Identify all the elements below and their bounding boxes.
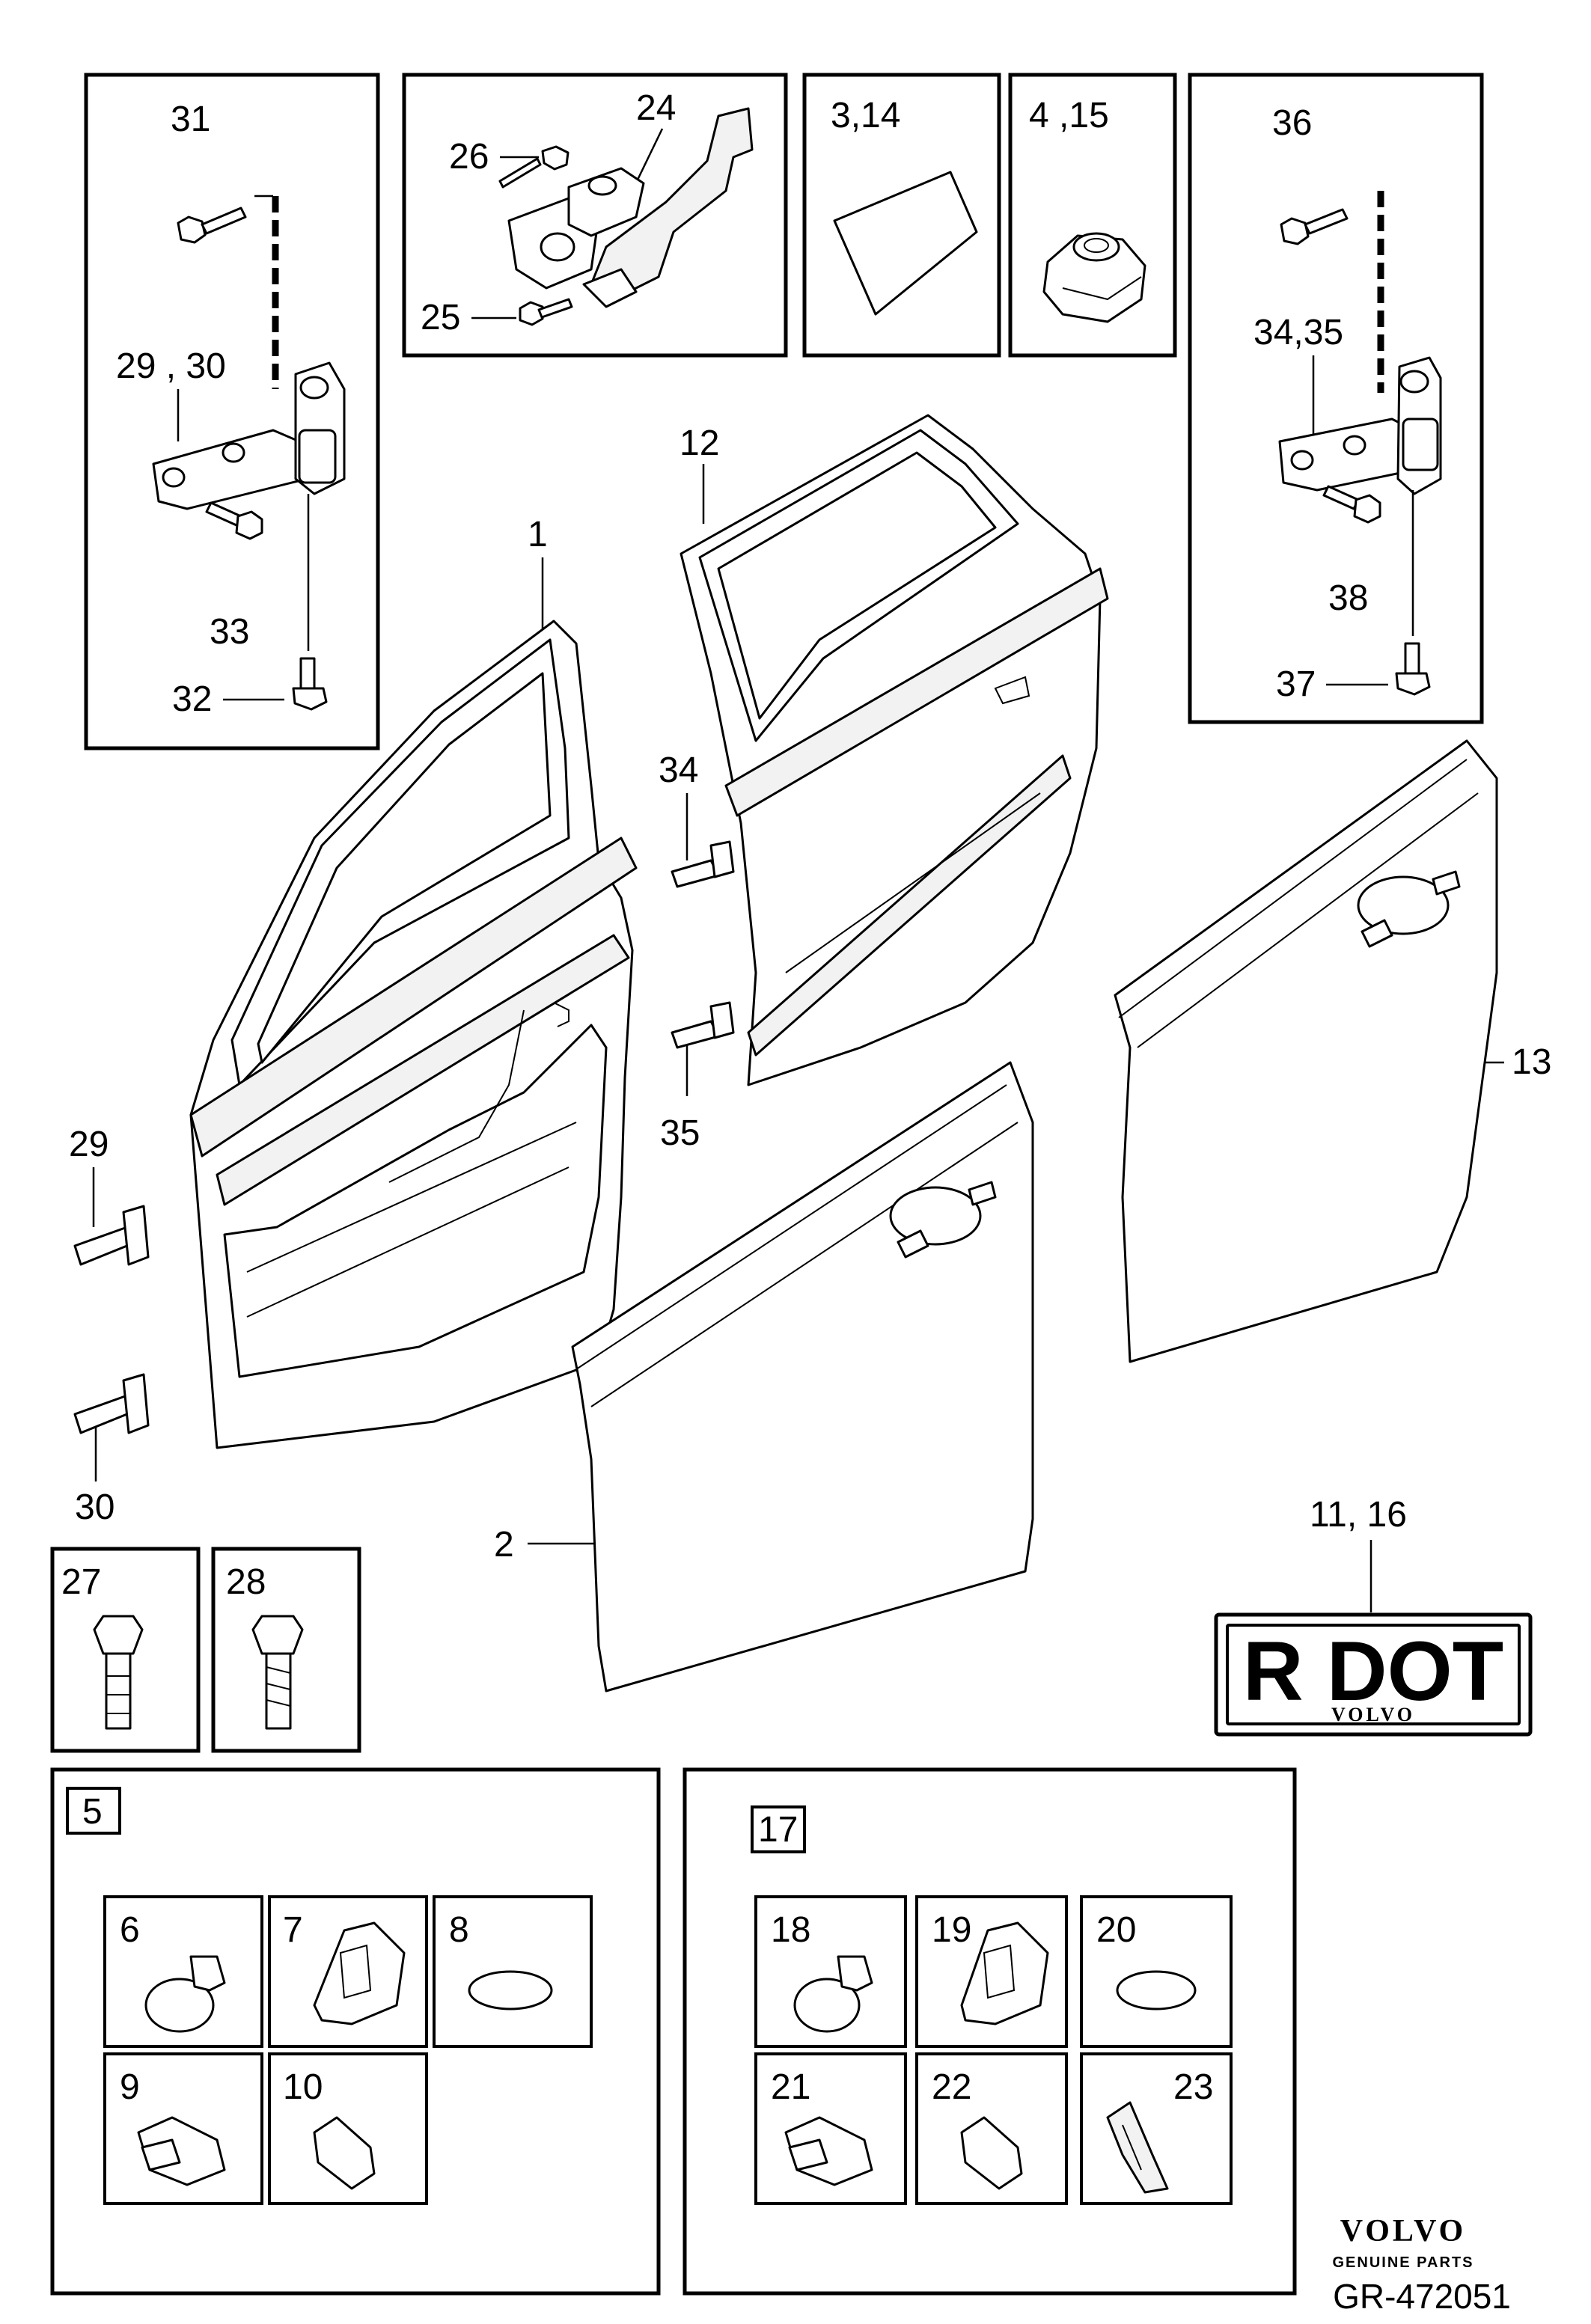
clip-kit-rear-box: 17 18 19 20 21 22 23 xyxy=(682,1767,1297,2296)
corner-trim-23-icon xyxy=(1106,2101,1169,2194)
label-4-15: 4 ,15 xyxy=(1029,96,1109,135)
trim-clip-7-icon xyxy=(313,1921,406,2025)
patch-22-icon xyxy=(960,2116,1023,2190)
label-32: 32 xyxy=(172,679,212,719)
door-hinge-rear-icon xyxy=(1278,356,1442,495)
rear-door-frame-icon: 12 xyxy=(680,414,1109,1086)
label-26: 26 xyxy=(449,137,489,177)
genuine-parts-text: GENUINE PARTS xyxy=(1333,2254,1474,2271)
clip-nut-icon xyxy=(1042,232,1146,323)
bolt-32-icon xyxy=(292,657,328,711)
label-8: 8 xyxy=(449,1910,469,1950)
clip-kit-front-box: 5 6 7 8 9 10 xyxy=(50,1767,661,2296)
front-door-frame-icon: 1 xyxy=(189,515,638,1449)
bolt-37-icon xyxy=(1395,642,1431,696)
bolt-28-box: 28 xyxy=(211,1547,361,1753)
label-22: 22 xyxy=(932,2067,971,2107)
label-27: 27 xyxy=(61,1562,101,1602)
patch-10-icon xyxy=(313,2116,376,2190)
label-1: 1 xyxy=(528,515,548,554)
label-3-14: 3,14 xyxy=(831,96,900,135)
label-6: 6 xyxy=(120,1910,140,1950)
hinge-34-icon xyxy=(671,840,735,888)
hinge-35-icon xyxy=(671,1001,735,1049)
label-12: 12 xyxy=(680,423,719,463)
bolt-38-icon xyxy=(1322,485,1381,524)
label-17: 17 xyxy=(758,1810,798,1850)
label-11-16: 11, 16 xyxy=(1310,1495,1407,1535)
hinge-kit-rear-box: 36 34,35 38 37 xyxy=(1188,73,1484,724)
bolt-28-icon xyxy=(251,1615,304,1730)
label-36: 36 xyxy=(1272,103,1312,143)
label-29-hinge: 29 xyxy=(69,1125,109,1164)
label-9: 9 xyxy=(120,2067,140,2107)
label-10: 10 xyxy=(283,2067,323,2107)
bolt-33-icon xyxy=(205,501,263,540)
label-18: 18 xyxy=(771,1910,810,1950)
door-hinge-front-icon xyxy=(152,361,346,510)
seal-plug-20-icon xyxy=(1116,1970,1197,2010)
hinge-kit-front-box: 31 29 , 30 33 32 xyxy=(84,73,380,750)
bolt-36-icon xyxy=(1280,208,1349,245)
label-2: 2 xyxy=(494,1525,514,1565)
trim-clip-19-icon xyxy=(960,1921,1049,2025)
label-24: 24 xyxy=(636,88,676,128)
label-33: 33 xyxy=(210,612,249,652)
hinge-30-icon xyxy=(73,1373,150,1434)
volvo-logo-text: VOLVO xyxy=(1340,2214,1466,2248)
label-25: 25 xyxy=(421,298,460,337)
label-29-30: 29 , 30 xyxy=(116,346,226,386)
diagram-code: GR-472051 xyxy=(1333,2277,1511,2316)
bolt-27-box: 27 xyxy=(50,1547,201,1753)
label-34-35: 34,35 xyxy=(1253,313,1343,352)
sealing-sheet-icon xyxy=(833,171,978,316)
screw-25-icon xyxy=(519,298,573,326)
rdot-badge-text: R DOT xyxy=(1243,1624,1503,1718)
label-23: 23 xyxy=(1173,2067,1213,2107)
bolt-27-icon xyxy=(93,1615,144,1730)
rdot-brand-text: VOLVO xyxy=(1331,1704,1415,1725)
label-13: 13 xyxy=(1512,1042,1551,1082)
label-21: 21 xyxy=(771,2067,810,2107)
clip-nut-21-icon xyxy=(784,2116,873,2186)
push-clip-18-icon xyxy=(793,1955,873,2033)
door-check-strap-icon xyxy=(507,107,754,308)
door-check-box: 24 26 25 xyxy=(402,73,788,358)
push-clip-6-icon xyxy=(144,1955,226,2033)
volvo-genuine-parts-logo: VOLVO GENUINE PARTS xyxy=(1333,2214,1474,2271)
seal-plug-8-icon xyxy=(468,1970,553,2010)
sealing-sheet-box: 3,14 xyxy=(802,73,1001,358)
rear-door-outer-panel-icon: 13 xyxy=(1114,739,1551,1363)
bolt-31-icon xyxy=(177,207,247,244)
front-door-outer-panel-icon: 2 xyxy=(494,1061,1034,1692)
label-5: 5 xyxy=(82,1792,103,1832)
label-31: 31 xyxy=(171,100,210,139)
nut-box: 4 ,15 xyxy=(1008,73,1177,358)
label-30-hinge: 30 xyxy=(75,1487,114,1527)
label-20: 20 xyxy=(1096,1910,1136,1950)
label-34-hinge: 34 xyxy=(659,750,698,790)
hinge-29-icon xyxy=(73,1205,150,1266)
clip-nut-9-icon xyxy=(137,2116,226,2186)
label-28: 28 xyxy=(226,1562,266,1602)
rear-handle-recess-icon xyxy=(1357,870,1461,948)
rdot-badge-group: 11, 16 R DOT VOLVO xyxy=(1214,1495,1533,1737)
label-7: 7 xyxy=(283,1910,303,1950)
label-35-hinge: 35 xyxy=(660,1113,700,1153)
screw-26-icon xyxy=(498,145,569,189)
label-19: 19 xyxy=(932,1910,971,1950)
front-handle-recess-icon xyxy=(889,1181,997,1259)
label-37: 37 xyxy=(1276,664,1316,704)
label-38: 38 xyxy=(1328,578,1368,618)
